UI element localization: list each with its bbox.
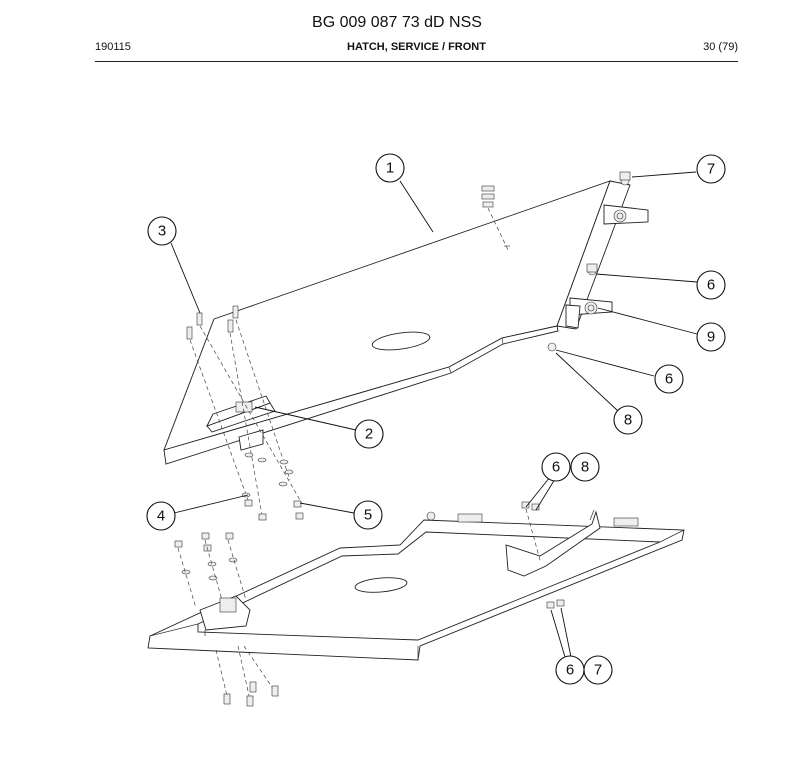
callout-9: 9 <box>696 322 726 352</box>
callout-7-top: 7 <box>696 154 726 184</box>
header-rule <box>95 61 738 62</box>
callout-2-label: 2 <box>365 426 373 443</box>
callout-4-label: 4 <box>157 508 165 525</box>
date-code: 190115 <box>95 41 131 53</box>
callout-5-label: 5 <box>364 507 372 524</box>
callout-6-frame: 6 <box>541 452 571 482</box>
callout-1: 1 <box>375 153 405 183</box>
frame-fasteners <box>174 501 565 707</box>
callout-6-frame-label: 6 <box>552 459 560 476</box>
hatch-handle <box>206 395 276 451</box>
callout-7-bottom-label: 7 <box>594 662 602 679</box>
callout-6-bottom-label: 6 <box>566 662 574 679</box>
callout-6-upper: 6 <box>696 270 726 300</box>
leader-lines <box>170 171 698 658</box>
latch-bracket <box>199 595 251 636</box>
callout-8-frame-label: 8 <box>581 459 589 476</box>
callout-5: 5 <box>353 500 383 530</box>
callout-9-label: 9 <box>707 329 715 346</box>
upper-hinge-top <box>603 171 649 225</box>
section-title: HATCH, SERVICE / FRONT <box>347 41 486 53</box>
callout-8-upper: 8 <box>613 405 643 435</box>
nuts-washers <box>241 452 304 521</box>
frame-hinge-bracket <box>426 509 639 577</box>
callout-2: 2 <box>354 419 384 449</box>
callout-7-bottom: 7 <box>583 655 613 685</box>
callout-8-upper-label: 8 <box>624 412 632 429</box>
document-number: BG 009 087 73 dD NSS <box>312 14 482 31</box>
header-row: 190115 HATCH, SERVICE / FRONT 30 (79) <box>95 41 738 55</box>
top-fasteners <box>481 185 510 251</box>
page-indicator: 30 (79) <box>703 41 738 53</box>
upper-hinge-bottom <box>547 263 613 352</box>
callout-6-middle: 6 <box>654 364 684 394</box>
callout-6-bottom: 6 <box>555 655 585 685</box>
callout-6-middle-label: 6 <box>665 371 673 388</box>
callout-3-label: 3 <box>158 223 166 240</box>
callout-7-top-label: 7 <box>707 161 715 178</box>
callout-6-upper-label: 6 <box>707 277 715 294</box>
callout-8-frame: 8 <box>570 452 600 482</box>
callout-4: 4 <box>146 501 176 531</box>
panel-bolts <box>186 305 301 516</box>
callout-1-label: 1 <box>386 160 394 177</box>
callout-3: 3 <box>147 216 177 246</box>
